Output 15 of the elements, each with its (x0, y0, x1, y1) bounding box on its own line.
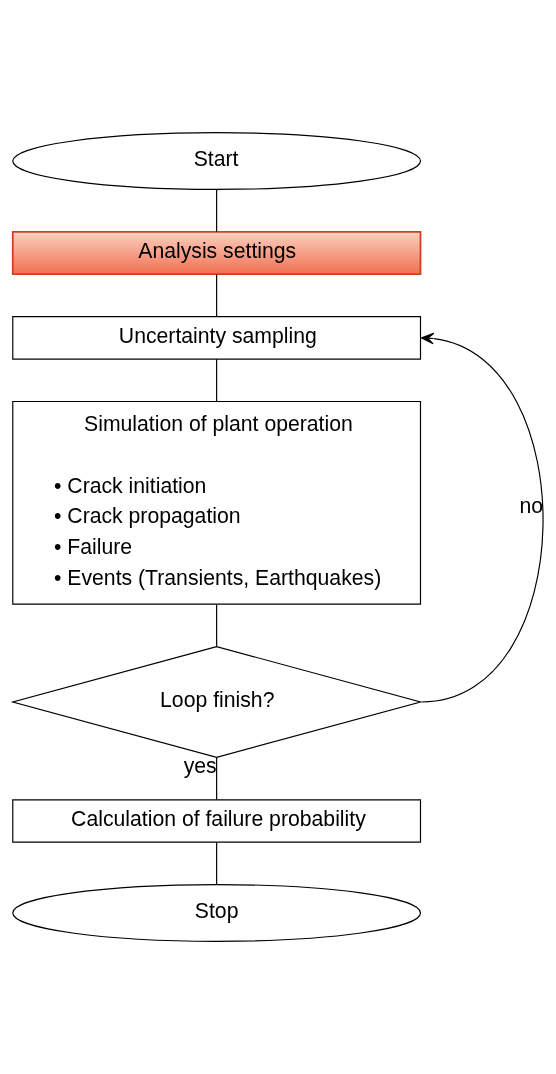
arrow (421, 332, 544, 703)
node-box: Calculation of failure probability (12, 799, 422, 843)
node-ellipse: Start (12, 132, 422, 190)
connector (216, 358, 218, 402)
connector (216, 189, 218, 233)
node-box: Simulation of plant operation • Crack initiation • Crack propagation • Failure • Events (Transients, Earthquakes) (12, 400, 422, 605)
edge-label: no (519, 493, 544, 517)
connector (216, 604, 218, 647)
node-ellipse: Stop (12, 884, 422, 942)
connector (216, 841, 218, 885)
node-box: Analysis settings (11, 230, 422, 276)
connector (216, 756, 218, 801)
node-box: Uncertainty sampling (12, 316, 422, 360)
connector (216, 274, 218, 318)
node-diamond: Loop finish? (10, 646, 423, 758)
